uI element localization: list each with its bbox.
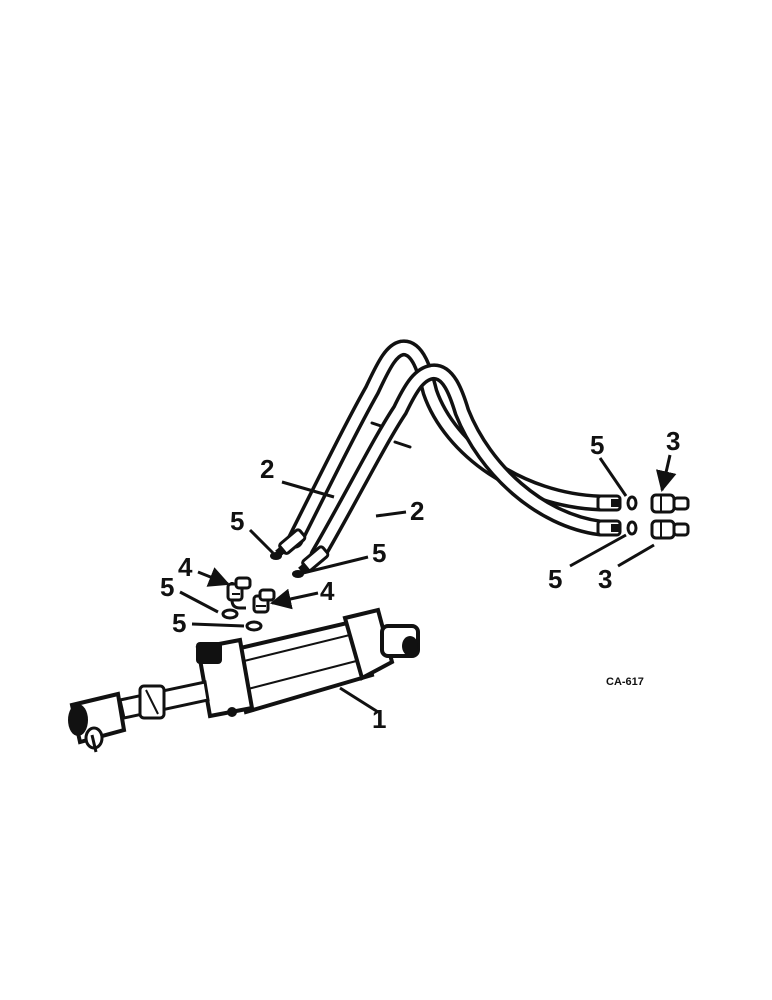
o-ring-right-1: [626, 495, 638, 511]
o-ring-left-2: [292, 570, 304, 578]
elbow-fitting-2: [252, 588, 276, 614]
elbow-fitting-1: [226, 576, 252, 610]
callout-5-left-hose: 5: [230, 506, 244, 536]
hydraulic-cylinder: [68, 607, 420, 753]
hose-end-fitting-right-2: [596, 519, 622, 537]
hydraulic-hose-2: [309, 363, 609, 564]
drawing-code: CA-617: [606, 676, 644, 688]
callout-5-elbow-1: 5: [160, 572, 174, 602]
callout-5-center: 5: [372, 538, 386, 568]
o-ring-right-2: [626, 520, 638, 536]
callout-2-right: 2: [410, 496, 424, 526]
callout-2-left: 2: [260, 454, 274, 484]
callout-3-top: 3: [666, 426, 680, 456]
quick-coupler-2: [650, 519, 690, 540]
callout-1: 1: [372, 704, 386, 734]
hose-end-fitting-right-1: [596, 494, 622, 512]
callout-5-right-bottom: 5: [548, 564, 562, 594]
quick-coupler-1: [650, 493, 690, 514]
hose-end-fitting-left-1: [275, 528, 307, 557]
callout-3-bottom: 3: [598, 564, 612, 594]
callout-5-right-top: 5: [590, 430, 604, 460]
leader-lines: [179, 454, 677, 714]
callout-5-elbow-2: 5: [172, 608, 186, 638]
o-ring-elbow-2: [245, 620, 263, 632]
callout-4-right: 4: [320, 576, 335, 606]
o-ring-left-1: [270, 552, 282, 560]
o-ring-elbow-1: [221, 608, 239, 620]
callout-4-left: 4: [178, 552, 193, 582]
